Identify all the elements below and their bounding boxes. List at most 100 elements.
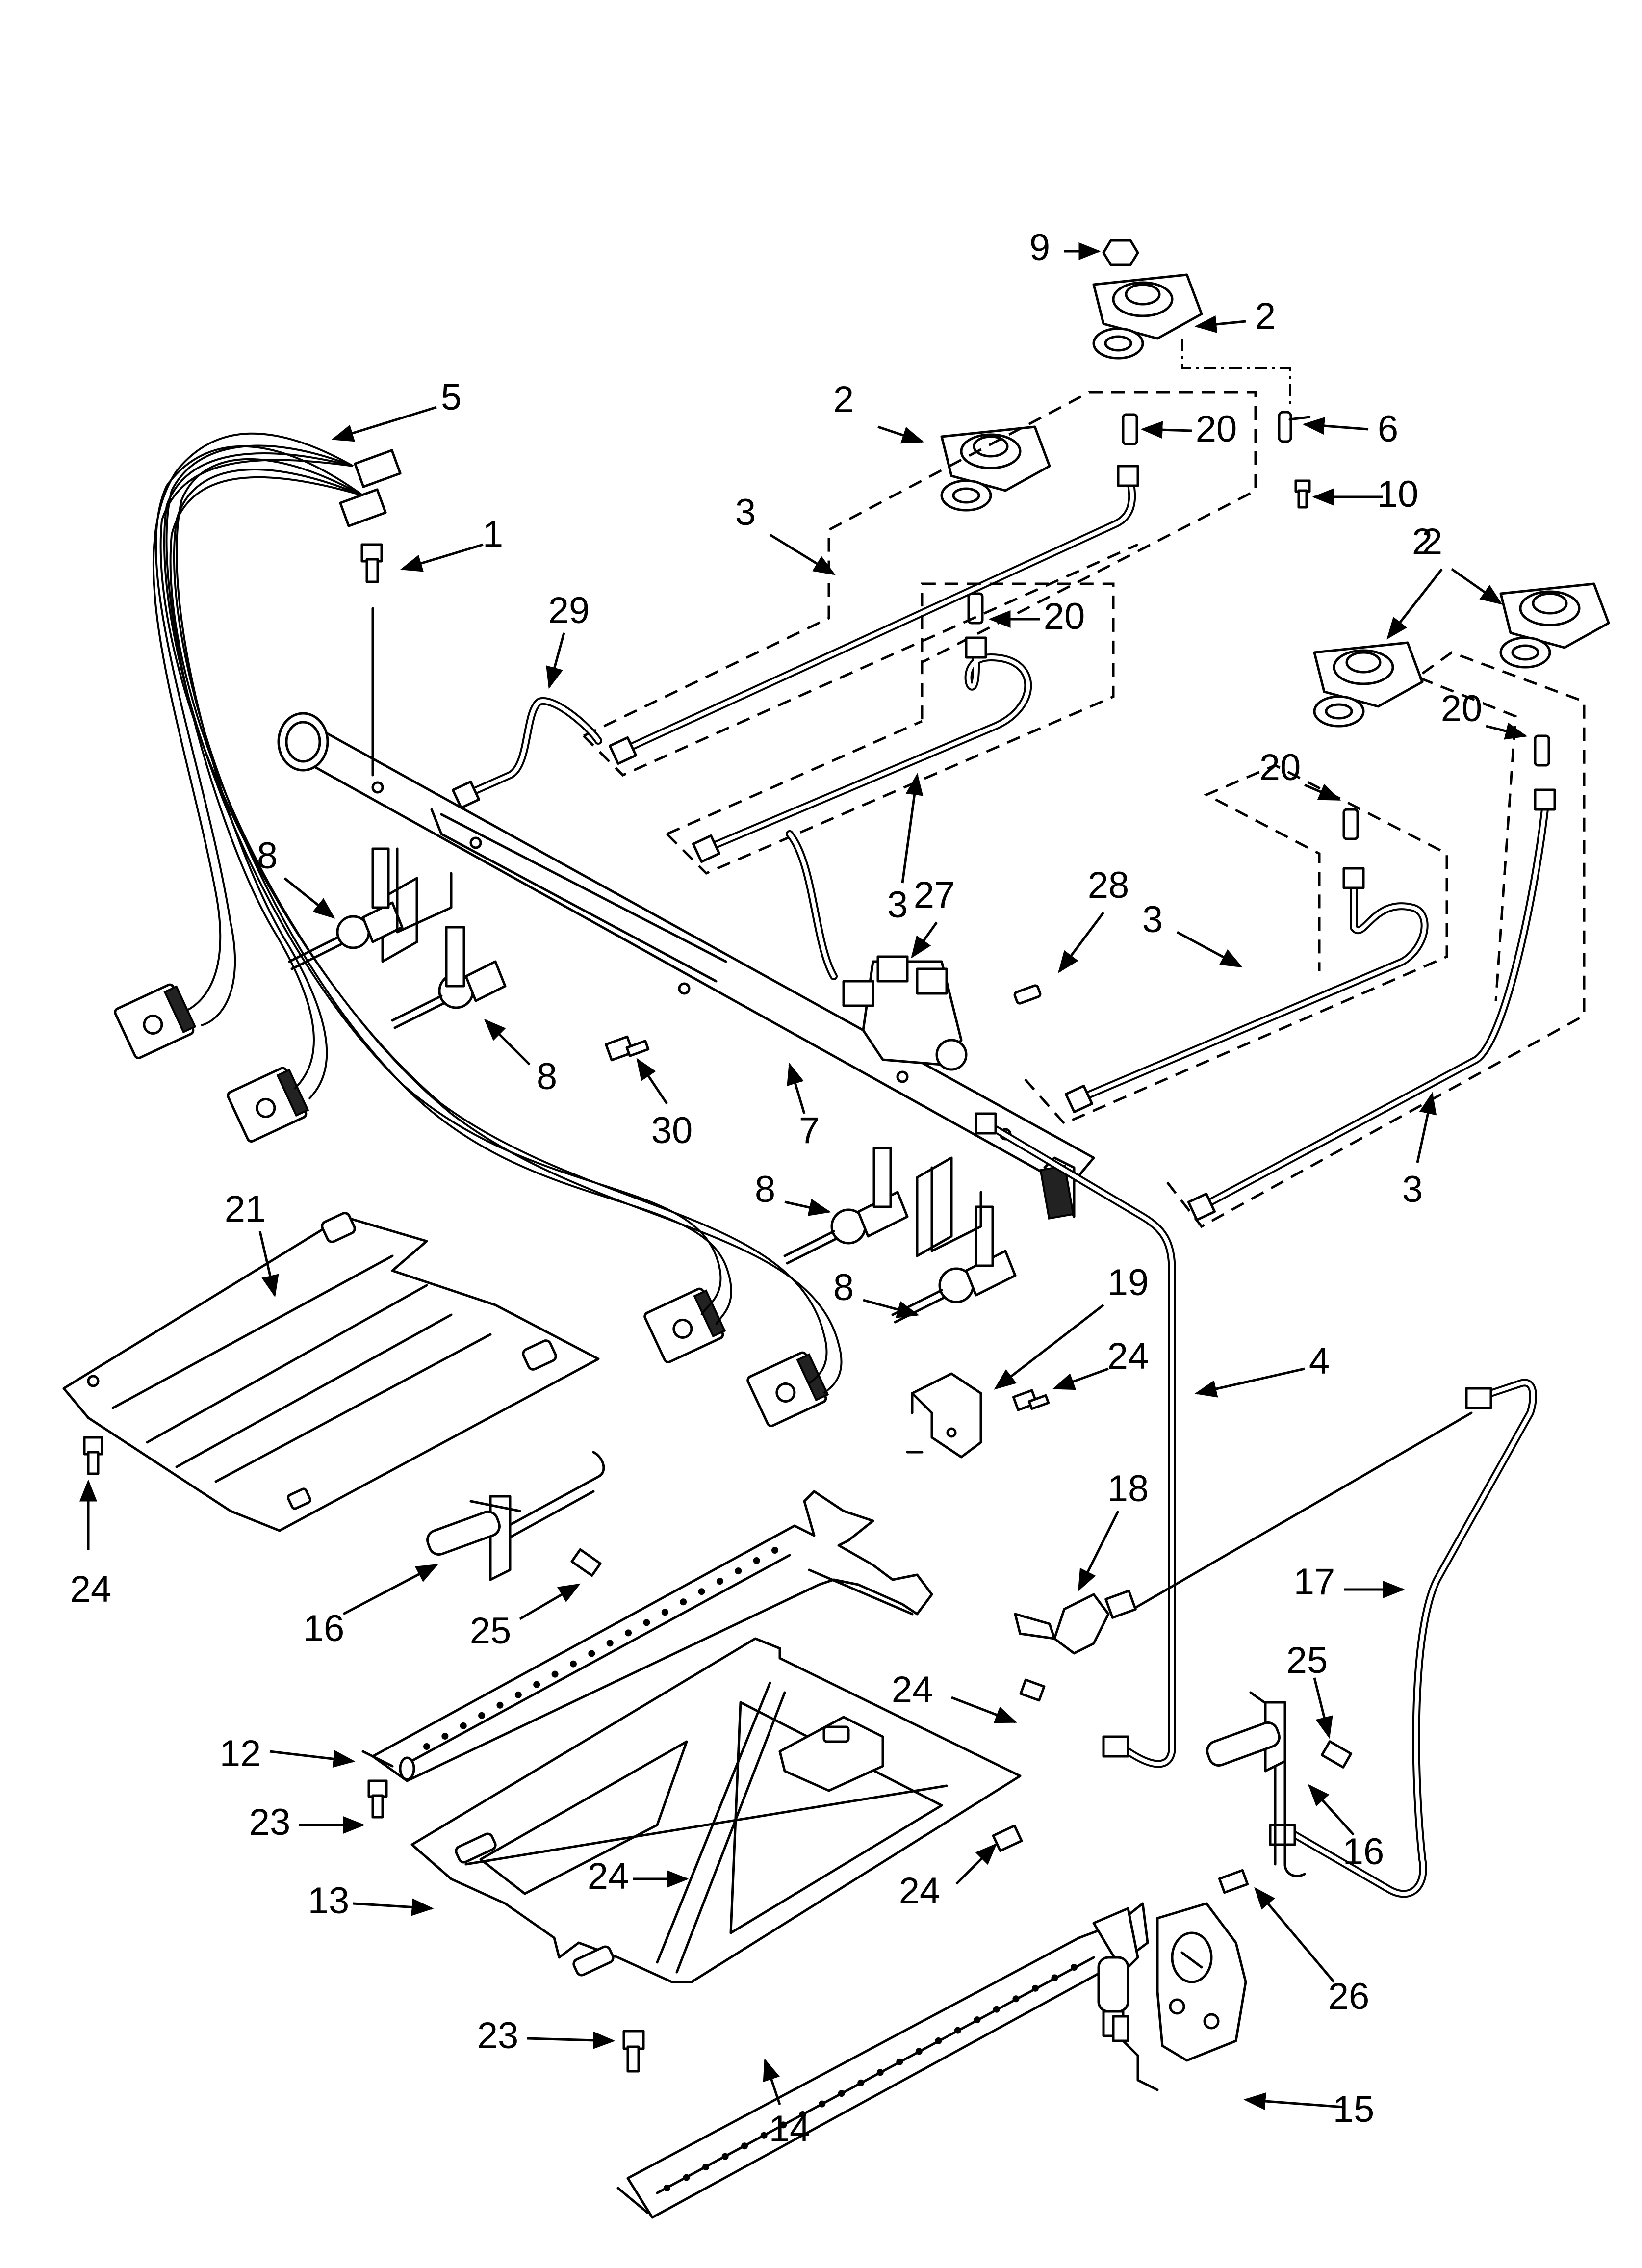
oven-supply-tube: [975, 1112, 1176, 1768]
callout-label: 7: [799, 1110, 820, 1151]
screw: [360, 543, 383, 777]
callout-arrow: [519, 1583, 581, 1620]
callout-label: 16: [303, 1608, 345, 1649]
bake-burner: [361, 1490, 933, 1782]
oven-safety-valve: [1112, 1902, 1247, 2091]
ignition-switch: [114, 983, 197, 1059]
burner-port: [915, 2048, 923, 2055]
screw: [605, 1035, 650, 1062]
callout-label: 25: [1286, 1640, 1328, 1681]
valve-bracket: [930, 1166, 982, 1252]
callout-label: 20: [1259, 747, 1301, 788]
callout-arrow: [546, 632, 565, 689]
callout-arrow: [1486, 722, 1528, 740]
callout-arrow: [955, 1843, 998, 1885]
callout-arrow: [901, 773, 924, 884]
callout-label: 8: [755, 1169, 775, 1210]
callout-arrow: [769, 533, 836, 575]
burner-port: [680, 1598, 687, 1606]
burner-port: [661, 1609, 668, 1616]
burner-port: [799, 2111, 806, 2118]
callout-label: 26: [1328, 1976, 1370, 2017]
burner-port: [698, 1588, 705, 1595]
callout-label: 12: [220, 1733, 261, 1774]
burner-tube: [666, 582, 1115, 875]
burner-port: [716, 1578, 723, 1585]
callout-arrow: [994, 1304, 1104, 1390]
wire-harness: [152, 432, 843, 1394]
callout-arrow: [484, 1018, 531, 1066]
callout-arrow: [342, 1564, 438, 1616]
burner-port: [533, 1681, 540, 1688]
screw: [570, 1548, 602, 1577]
callout-label: 28: [1088, 864, 1129, 906]
burner-port: [974, 2016, 981, 2024]
callout-arrow: [331, 406, 437, 442]
callout-arrow: [353, 1898, 434, 1916]
broil-tube: [1131, 1379, 1537, 1898]
callout-label: 3: [1402, 1169, 1423, 1210]
burner-port: [876, 2069, 884, 2076]
ignition-switch: [227, 1067, 309, 1143]
callout-label: 8: [537, 1056, 557, 1097]
burner-port: [423, 1743, 430, 1750]
burner-port: [478, 1712, 486, 1719]
burner-port: [664, 2185, 670, 2191]
burner-tube: [1166, 651, 1586, 1228]
callout-label: 1: [483, 514, 503, 555]
igniter: [426, 1451, 605, 1581]
burner-port: [857, 2079, 865, 2086]
burner-tube: [1024, 764, 1448, 1125]
burner-head: [1313, 641, 1424, 728]
screw: [1012, 1389, 1050, 1411]
callout-label: 2: [1412, 521, 1433, 563]
callout-label: 2: [833, 379, 854, 420]
callout-label: 14: [769, 2108, 811, 2150]
burner-valve: [783, 1147, 953, 1265]
orifice-holder: [1014, 1590, 1137, 1655]
burner-valve: [288, 847, 418, 970]
burner-port-row: [423, 1547, 778, 1750]
callout-arrow: [1078, 1510, 1120, 1592]
orifice-fitting: [1122, 413, 1138, 445]
burner-port: [606, 1640, 614, 1647]
callout-arrow: [1308, 1784, 1355, 1836]
callout-label: 17: [1294, 1561, 1335, 1603]
callout-label: 3: [735, 492, 756, 533]
screw: [367, 1779, 388, 1819]
burner-port: [1071, 1964, 1078, 1971]
callout-arrow: [784, 1199, 831, 1216]
callout-label: 15: [1333, 2088, 1375, 2130]
burner-port: [760, 2132, 768, 2139]
callout-label: 3: [1142, 899, 1163, 940]
callout-arrow: [787, 1062, 806, 1114]
callout-arrow: [1243, 2092, 1344, 2110]
callout-arrow: [911, 921, 938, 959]
screw: [1013, 984, 1042, 1005]
burner-port-row: [664, 1964, 1078, 2191]
burner-port: [625, 1629, 632, 1637]
callout-arrow: [1451, 568, 1503, 605]
callout-label: 20: [1196, 408, 1237, 450]
callout-arrow: [1140, 421, 1192, 439]
callout-arrow: [1313, 1677, 1333, 1739]
screw: [1218, 1869, 1249, 1894]
callout-arrow: [1304, 783, 1341, 801]
callout-label: 20: [1441, 688, 1483, 730]
callout-label: 13: [308, 1880, 350, 1922]
orifice-fitting: [1534, 734, 1550, 767]
valve-bracket: [396, 847, 453, 934]
callout-label: 20: [1044, 596, 1085, 637]
burner-port: [838, 2090, 845, 2097]
callout-arrow: [527, 2031, 616, 2049]
burner-port: [896, 2058, 903, 2065]
burner-port: [588, 1650, 595, 1657]
callout-arrow: [1386, 568, 1443, 640]
safety-valve: [786, 830, 968, 1071]
burner-head: [940, 425, 1051, 512]
burner-port: [551, 1670, 559, 1678]
broil-burner: [616, 1902, 1149, 2219]
burner-tube: [583, 391, 1257, 777]
screw: [1019, 1678, 1046, 1702]
